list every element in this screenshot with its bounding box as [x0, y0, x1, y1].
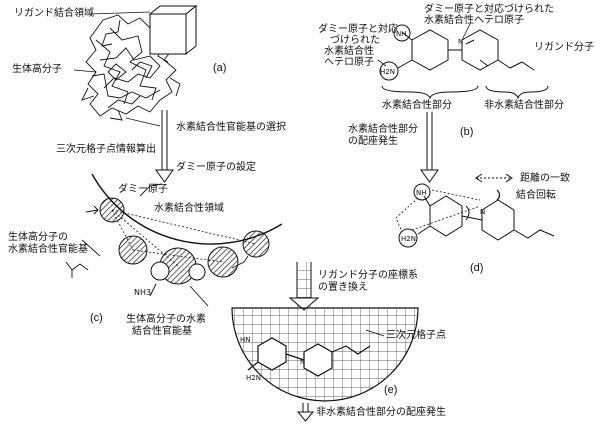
protein-label: 生体高分子 [12, 64, 62, 75]
panel-label-d: (d) [470, 262, 484, 274]
legend-distance-label: 距離の一致 [520, 173, 570, 184]
svg-text:NH: NH [396, 30, 407, 38]
leader-line [89, 11, 151, 15]
protein-fg-bottom-2: 結合性官能基 [132, 326, 192, 337]
nh3-label: NH3 [134, 288, 152, 297]
step-dummy-atoms: ダミー原子の設定 [176, 162, 256, 173]
dummy-atom [242, 230, 270, 258]
leader-line [73, 69, 97, 73]
svg-text:H2N: H2N [401, 235, 416, 243]
svg-text:HN: HN [240, 336, 251, 344]
svg-text:H2N: H2N [246, 374, 261, 382]
svg-text:H2N: H2N [380, 68, 395, 76]
leader-line [461, 23, 471, 41]
dummy-atom-label: ダミー原子 [118, 184, 168, 195]
dummy-atom [188, 263, 206, 281]
functional-groups [65, 183, 249, 307]
coord-replace-1: リガンド分子の座標系 [318, 270, 418, 281]
hetero-label-left-1: ダミー原子と対応 [318, 24, 398, 35]
legend-rotation-icon [496, 189, 501, 201]
non-hb-part-label: 非水素結合性部分 [484, 100, 564, 111]
coord-replace-2: の置き換え [318, 282, 368, 293]
ligand-region-cube [148, 4, 198, 56]
distance-lines [395, 189, 481, 233]
svg-text:N: N [458, 38, 463, 46]
protein-fg-label-1: 生体高分子の [8, 232, 68, 243]
grid-label: 三次元格子点 [386, 330, 446, 341]
lattice-hemisphere [231, 307, 419, 402]
part-braces [381, 85, 549, 100]
hetero-atom-circles [398, 183, 431, 248]
ligand-molecule-label: リガンド分子 [534, 42, 594, 53]
dummy-atom [150, 261, 170, 281]
protein-fg-label-2: 水素結合性官能基 [8, 244, 88, 255]
step-b-d-2: の配座発生 [348, 136, 398, 147]
panel-label-b: (b) [460, 126, 474, 138]
legend-distance [475, 173, 513, 183]
ligand-molecule-b [397, 29, 535, 71]
step-select-groups: 水素結合性官能基の選択 [176, 122, 286, 133]
protein-fg-bottom-1: 生体高分子の水素 [126, 314, 206, 325]
step-b-d-1: 水素結合性部分 [348, 124, 418, 135]
leader-line [377, 59, 387, 67]
protein-tangle [81, 14, 181, 121]
panel-label-e: (e) [384, 384, 398, 396]
hb-region-label: 水素結合性領域 [154, 203, 224, 214]
svg-text:NH: NH [416, 189, 427, 197]
svg-text:N: N [300, 358, 305, 366]
dummy-atoms [99, 197, 270, 285]
hetero-label-left-2: づけられた [330, 35, 380, 46]
flow-arrow [296, 403, 315, 422]
flow-arrow [155, 110, 174, 183]
dummy-atom [207, 246, 239, 278]
leader-line [365, 329, 385, 337]
flow-arrow [420, 112, 439, 183]
hetero-atom-circles [379, 24, 411, 81]
legend-rotation-label: 結合回転 [516, 190, 556, 201]
final-step-label: 非水素結合性部分の配座発生 [316, 407, 446, 418]
hetero-label-right-1: ダミー原子と対応づけられた [424, 4, 554, 15]
ligand-molecule-e [247, 337, 371, 377]
hb-part-label: 水素結合性部分 [382, 100, 452, 111]
flow-arrow [288, 262, 320, 311]
distance-lines [111, 209, 257, 267]
panel-label-c: (c) [90, 312, 103, 324]
hetero-label-right-2: 水素結合性ヘテロ原子 [424, 15, 524, 26]
hetero-label-left-3: 水素結合性 [324, 46, 374, 57]
step-grid-info: 三次元格子点情報算出 [56, 144, 156, 155]
leader-line [125, 117, 161, 127]
svg-text:N: N [480, 208, 485, 216]
ligand-region-label: リガンド結合領域 [14, 8, 94, 19]
ligand-molecule-d [417, 195, 555, 241]
rotation-mark [465, 205, 470, 221]
hetero-label-left-4: ヘテロ原子 [324, 57, 374, 68]
panel-label-a: (a) [213, 62, 227, 74]
